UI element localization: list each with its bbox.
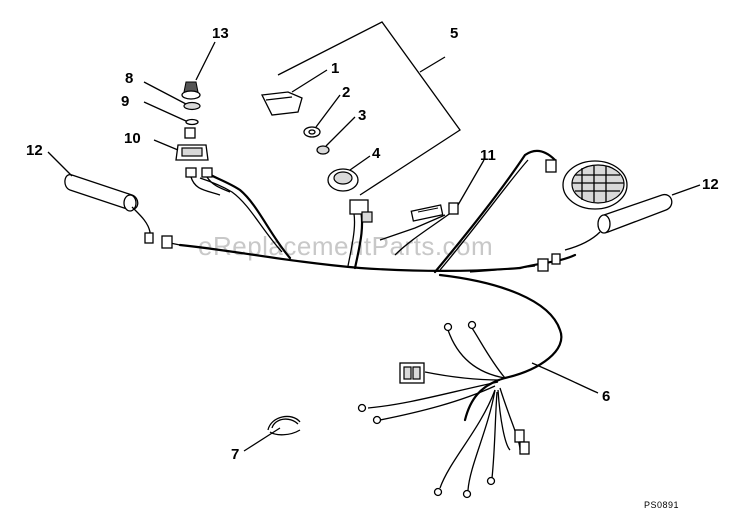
callout-1: 1 [331, 60, 339, 77]
leader-lines [47, 41, 701, 452]
callout-2: 2 [342, 84, 350, 101]
drawing-code: PS0891 [644, 500, 679, 510]
callout-10: 10 [124, 130, 141, 147]
toggle-switch-assembly [175, 81, 231, 196]
callout-7: 7 [231, 446, 239, 463]
callout-13: 13 [212, 25, 229, 42]
callout-3: 3 [358, 107, 366, 124]
callout-9: 9 [121, 93, 129, 110]
wire-harness [164, 149, 577, 491]
ring-terminals [357, 320, 530, 499]
right-heated-grip [537, 193, 673, 272]
harness-plug-connector [399, 362, 425, 384]
callout-5: 5 [450, 25, 458, 42]
left-heated-grip [64, 174, 173, 249]
connector-11 [448, 202, 459, 215]
watermark-text: eReplacementParts.com [198, 231, 493, 261]
callout-12-left: 12 [26, 142, 43, 159]
callout-4: 4 [372, 145, 381, 162]
callout-12-right: 12 [702, 176, 719, 193]
callout-11: 11 [480, 147, 496, 164]
callout-6: 6 [602, 388, 610, 405]
callout-8: 8 [125, 70, 133, 87]
group-5-bracket [277, 21, 461, 196]
headlight [545, 159, 628, 210]
ignition-switch-assembly [261, 91, 444, 223]
